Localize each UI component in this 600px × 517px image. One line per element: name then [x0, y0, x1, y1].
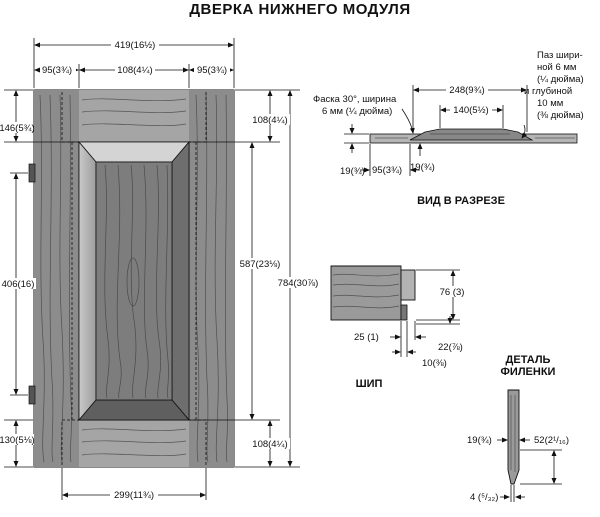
section-groove-note-line1: Паз шири-	[537, 50, 583, 61]
panel-bevel-top	[78, 141, 190, 163]
top-rail	[79, 90, 189, 142]
front-view-dimensions: 419(16½) 95(3¾) 108(4¼) 95(3¾) 146(5¾) 4…	[0, 38, 321, 501]
tenon-shoulder: 22(⅞)	[438, 342, 463, 353]
bottom-rail	[79, 420, 189, 467]
tenon-block	[400, 269, 416, 301]
dim-stile-left: 95(3¾)	[42, 65, 72, 76]
section-width-panel: 140(5½)	[453, 105, 488, 116]
panel-detail-heading-line2: ФИЛЕНКИ	[501, 366, 556, 378]
door-front-view	[28, 89, 235, 468]
panel-detail-thickness: 19(¾)	[467, 435, 492, 446]
dim-overall-height: 784(30⅞)	[278, 278, 319, 289]
section-width-total: 248(9¾)	[449, 85, 484, 96]
dim-top-offset: 108(4¼)	[252, 115, 287, 126]
tenon-heading: ШИП	[356, 378, 383, 390]
section-groove-note-line3: (¼ дюйма)	[537, 74, 584, 85]
section-groove-note-line6: (⅜ дюйма)	[537, 110, 584, 121]
section-chamfer-note-line1: Фаска 30°, ширина	[313, 94, 397, 105]
dim-bottom-rail: 130(5⅛)	[0, 435, 35, 446]
panel-profile	[507, 389, 520, 485]
section-stile: 95(3¾)	[372, 165, 402, 176]
panel-detail-heading-line1: ДЕТАЛЬ	[506, 354, 551, 366]
hidden-groove	[71, 142, 197, 420]
section-thick-mid: 19(¾)	[410, 162, 435, 173]
section-chamfer-note-line2: 6 мм (¼ дюйма)	[322, 106, 392, 117]
dim-bottom-width: 299(11¾)	[114, 490, 154, 501]
panel-bevel-left	[78, 140, 97, 422]
section-raised-panel	[409, 128, 534, 141]
panel-detail-bevel: 52(2¹/₁₆)	[534, 435, 569, 446]
dim-bottom-offset: 108(4¼)	[252, 439, 287, 450]
panel-detail-view: ДЕТАЛЬ ФИЛЕНКИ 19(¾) 52(2¹/₁₆) 4 (⁵/₃₂)	[467, 354, 569, 503]
hinge-bottom-icon	[28, 385, 36, 405]
hinge-top-icon	[28, 163, 36, 183]
drawing-title: ДВЕРКА НИЖНЕГО МОДУЛЯ	[189, 1, 410, 18]
tenon-thickness: 10(⅜)	[422, 358, 447, 369]
section-thick-left: 19(¾)	[340, 166, 365, 177]
tenon-length: 25 (1)	[354, 332, 379, 343]
section-heading: ВИД В РАЗРЕЗЕ	[417, 195, 505, 207]
dim-panel-top-width: 108(4¼)	[117, 65, 152, 76]
dim-hinge-span: 406(16)	[2, 279, 35, 290]
tenon-view: 76 (3) 25 (1) 22(⅞) 10(⅜) ШИП	[330, 265, 468, 390]
panel-bevel-bottom	[78, 399, 190, 421]
dim-stile-right: 95(3¾)	[197, 65, 227, 76]
section-groove-note-line5: 10 мм	[537, 98, 563, 109]
tenon-stub	[400, 304, 408, 321]
tenon-height: 76 (3)	[440, 287, 465, 298]
hidden-tenon-bl	[61, 419, 79, 465]
cross-section-view: Фаска 30°, ширина 6 мм (¼ дюйма) Паз шир…	[313, 50, 584, 207]
frame-grain	[39, 94, 228, 463]
dim-top-rail: 146(5¾)	[0, 123, 35, 134]
dim-overall-width: 419(16½)	[115, 40, 156, 51]
section-groove-note-line2: ной 6 мм	[537, 62, 576, 73]
dim-panel-height: 587(23⅛)	[240, 259, 281, 270]
section-groove-note-line4: и глубиной	[524, 86, 572, 97]
panel-grain	[104, 164, 169, 399]
panel-bevel-right	[171, 140, 190, 422]
panel-detail-edge: 4 (⁵/₃₂)	[470, 492, 498, 503]
